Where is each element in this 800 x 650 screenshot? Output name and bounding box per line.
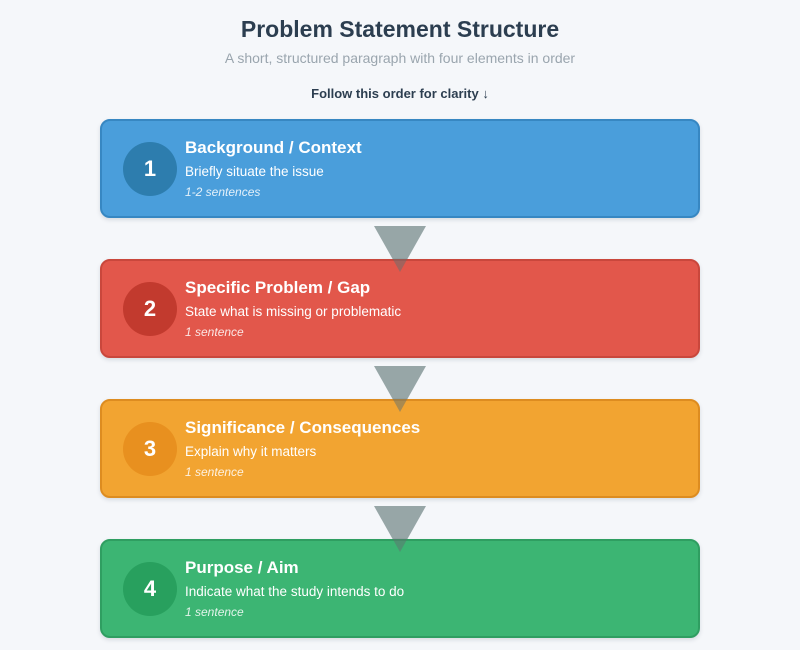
- step-item: 3 Significance / Consequences Explain wh…: [100, 366, 700, 498]
- step-text-block: Significance / Consequences Explain why …: [185, 418, 420, 480]
- page-title: Problem Statement Structure: [240, 16, 560, 42]
- step-note: 1 sentence: [185, 605, 244, 620]
- steps-list: 1 Background / Context Briefly situate t…: [100, 119, 700, 638]
- step-card: 4 Purpose / Aim Indicate what the study …: [100, 539, 700, 638]
- step-text-block: Specific Problem / Gap State what is mis…: [185, 278, 401, 340]
- order-note: Follow this order for clarity ↓: [311, 86, 489, 101]
- step-number-badge: 1: [123, 141, 177, 196]
- step-number: 2: [143, 295, 157, 321]
- step-note: 1 sentence: [185, 325, 244, 340]
- step-description: Explain why it matters: [185, 443, 317, 459]
- step-text-block: Purpose / Aim Indicate what the study in…: [185, 558, 404, 620]
- step-title: Background / Context: [185, 137, 362, 157]
- step-note: 1-2 sentences: [185, 185, 261, 200]
- step-card: 3 Significance / Consequences Explain wh…: [100, 399, 700, 498]
- page-subtitle: A short, structured paragraph with four …: [224, 50, 576, 66]
- step-title: Significance / Consequences: [185, 417, 421, 437]
- step-number: 1: [143, 155, 157, 181]
- step-text-block: Background / Context Briefly situate the…: [185, 138, 362, 200]
- step-number-badge: 4: [123, 561, 177, 616]
- step-note: 1 sentence: [185, 465, 244, 480]
- step-number-badge: 3: [123, 421, 177, 476]
- step-description: Indicate what the study intends to do: [185, 583, 405, 599]
- step-description: State what is missing or problematic: [185, 303, 402, 319]
- step-number: 4: [143, 575, 157, 601]
- step-description: Briefly situate the issue: [185, 163, 324, 179]
- step-number: 3: [143, 435, 157, 461]
- step-card: 1 Background / Context Briefly situate t…: [100, 119, 700, 218]
- step-card: 2 Specific Problem / Gap State what is m…: [100, 259, 700, 358]
- step-title: Purpose / Aim: [185, 557, 299, 577]
- step-title: Specific Problem / Gap: [185, 277, 371, 297]
- step-number-badge: 2: [123, 281, 177, 336]
- step-item: 1 Background / Context Briefly situate t…: [100, 119, 700, 218]
- step-item: 2 Specific Problem / Gap State what is m…: [100, 226, 700, 358]
- step-item: 4 Purpose / Aim Indicate what the study …: [100, 506, 700, 638]
